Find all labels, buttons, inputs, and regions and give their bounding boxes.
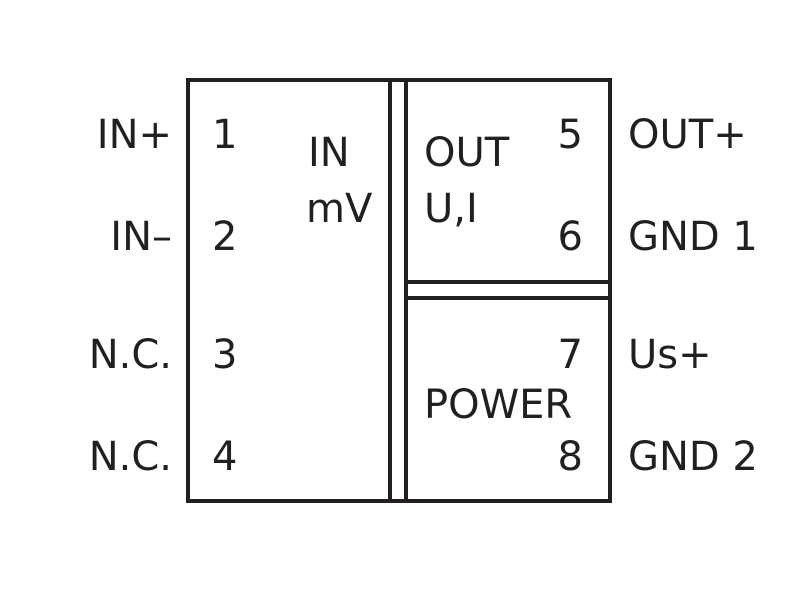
pin-label-gnd-2: GND 2 xyxy=(628,434,758,480)
pin-label-in-plus: IN+ xyxy=(97,112,172,158)
output-block-title: OUT xyxy=(424,130,510,176)
pin-label-out-plus: OUT+ xyxy=(628,112,747,158)
pin-number-7: 7 xyxy=(558,332,583,378)
pin-label-nc-4: N.C. xyxy=(89,434,172,480)
pin-label-in-minus: IN– xyxy=(110,214,172,260)
output-block-subtitle: U,I xyxy=(424,186,478,232)
pin-number-3: 3 xyxy=(212,332,237,378)
pin-label-nc-3: N.C. xyxy=(89,332,172,378)
pin-number-5: 5 xyxy=(558,112,583,158)
input-block-subtitle: mV xyxy=(306,186,373,232)
module-housing xyxy=(186,78,612,503)
input-block-title: IN xyxy=(308,130,350,176)
power-block-title: POWER xyxy=(424,382,572,428)
pin-number-8: 8 xyxy=(558,434,583,480)
pin-label-gnd-1: GND 1 xyxy=(628,214,758,260)
pin-number-1: 1 xyxy=(212,112,237,158)
pin-number-4: 4 xyxy=(212,434,237,480)
pin-label-us-plus: Us+ xyxy=(628,332,712,378)
pin-number-6: 6 xyxy=(558,214,583,260)
pin-number-2: 2 xyxy=(212,214,237,260)
